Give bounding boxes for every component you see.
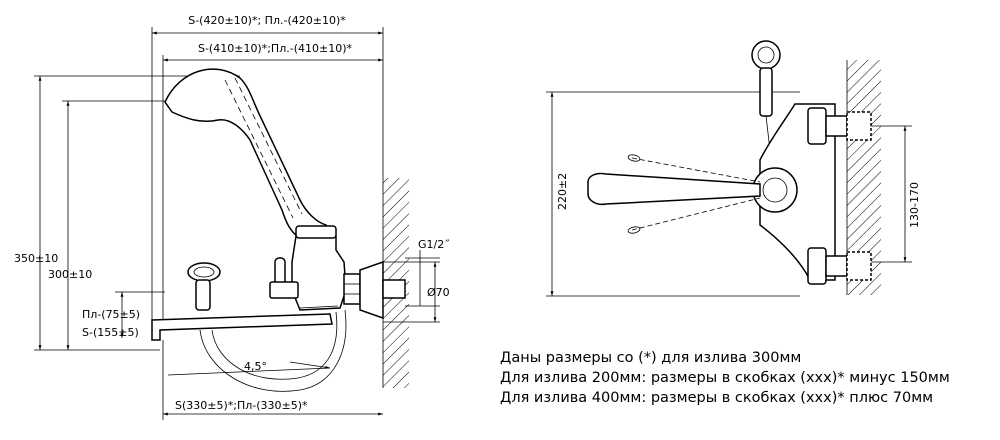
dim-bottom-label: S(330±5)*;Пл-(330±5)* bbox=[175, 399, 308, 412]
dim-angle-label: 4,5° bbox=[244, 360, 267, 373]
dim-top-overall: S-(420±10)*; Пл.-(420±10)* bbox=[151, 14, 384, 330]
dim-spout: Пл-(75±5) S-(155±5) bbox=[82, 291, 165, 339]
dim-spout-s-label: S-(155±5) bbox=[82, 326, 139, 339]
notes: Даны размеры со (*) для излива 300мм Для… bbox=[500, 348, 995, 408]
note-line-1: Даны размеры со (*) для излива 300мм bbox=[500, 350, 802, 366]
note-line-2: Для излива 200мм: размеры в скобках (xxx… bbox=[500, 370, 950, 386]
shower-hose bbox=[199, 309, 347, 392]
left-side-view: S-(420±10)*; Пл.-(420±10)* S-(410±10)*;П… bbox=[14, 14, 450, 420]
small-shower-head bbox=[187, 262, 221, 311]
dim-top-overall-label: S-(420±10)*; Пл.-(420±10)* bbox=[188, 14, 346, 27]
mixer-cap bbox=[295, 225, 337, 239]
note-line-3: Для излива 400мм: размеры в скобках (xxx… bbox=[500, 390, 934, 406]
dim-diameter-label: Ø70 bbox=[427, 286, 450, 299]
dim-height-220: 220±2 bbox=[546, 91, 800, 297]
dim-height-350: 350±10 bbox=[14, 75, 240, 351]
mixer-body bbox=[291, 235, 347, 311]
levers-top bbox=[587, 154, 798, 234]
dim-height-220-label: 220±2 bbox=[556, 173, 569, 210]
shower-head-top bbox=[751, 40, 781, 151]
dim-spacing: 130-170 bbox=[865, 125, 921, 263]
spout bbox=[151, 313, 333, 341]
dim-height-350-label: 350±10 bbox=[14, 252, 58, 265]
lever-handle bbox=[164, 68, 329, 239]
dim-diameter: Ø70 bbox=[383, 261, 450, 323]
dim-spout-pl-label: Пл-(75±5) bbox=[82, 308, 140, 321]
lower-eccentric bbox=[807, 247, 872, 285]
dim-top-inner-label: S-(410±10)*;Пл.-(410±10)* bbox=[198, 42, 353, 55]
right-top-view: 220±2 130-170 bbox=[546, 40, 921, 297]
dim-spacing-label: 130-170 bbox=[908, 182, 921, 228]
dim-bottom: S(330±5)*;Пл-(330±5)* bbox=[162, 340, 383, 420]
dim-thread-label: G1/2˝ bbox=[418, 238, 450, 251]
wall-flange bbox=[359, 260, 384, 320]
upper-eccentric bbox=[807, 107, 872, 145]
connector-nut bbox=[343, 273, 361, 305]
dim-angle: 4,5° bbox=[167, 360, 331, 376]
dim-height-300-label: 300±10 bbox=[48, 268, 92, 281]
